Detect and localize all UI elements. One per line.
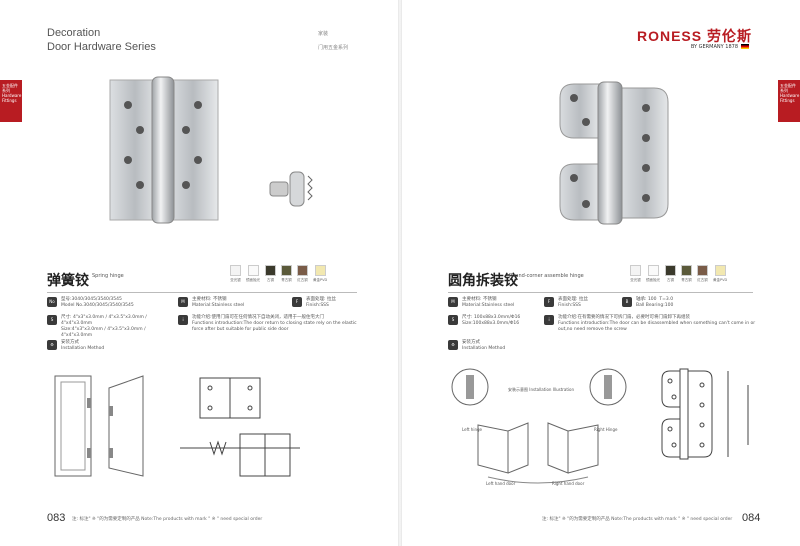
header-cn-1: 家装 <box>318 31 329 37</box>
left-hinge-label: Left hinge <box>462 427 483 432</box>
swatch-label: 镜面抛光 <box>246 278 260 282</box>
install-icon: ⚙ <box>448 340 458 350</box>
page-number: 083 <box>47 512 66 524</box>
install-icon: ⚙ <box>47 340 57 350</box>
swatch-chip <box>247 265 259 276</box>
swatch-label: 青古铜 <box>281 278 292 282</box>
finish-swatches: 亚光银 镜面抛光 古铜 青古铜 红古铜 黄金PVD <box>230 265 327 283</box>
gutter <box>398 0 402 546</box>
function-icon: i <box>544 315 554 325</box>
size-icon: S <box>448 315 458 325</box>
spec-material: 主要材料: 不锈钢 Material:Stainless steel <box>462 297 515 308</box>
spec-size: 尺寸: 100x88x3.0mm/Φ16 Size:100x88x3.0mm/Φ… <box>462 315 521 326</box>
swatch-label: 青古铜 <box>681 278 692 282</box>
install-cn: 安装方式 <box>61 340 79 345</box>
material-icon: M <box>178 297 188 307</box>
brand-sub-text: BY GERMANY 1878 <box>690 44 738 50</box>
brand-logo: RONESS 劳伦斯 <box>636 28 752 44</box>
finish-icon: F <box>292 297 302 307</box>
spec-material: 主要材料: 不锈钢 Material:Stainless steel <box>192 297 245 308</box>
right-page: RONESS 劳伦斯 BY GERMANY 1878 五金配件系列 Hardwa… <box>402 0 800 546</box>
product-title: 弹簧铰 <box>47 273 89 289</box>
finish-swatches: 亚光银 镜面抛光 古铜 青古铜 红古铜 黄金PVD <box>630 265 727 283</box>
swatch-label: 镜面抛光 <box>646 278 660 282</box>
swatch-chip <box>230 265 241 276</box>
spec-finish: 表面处理: 拉丝 Finish:SSS <box>558 297 588 308</box>
spec-function: 功能介绍:在有需要的情况下可拆门扇，必要时可将门扇卸下再组装 Functions… <box>558 315 756 332</box>
swatch-chip <box>630 265 641 276</box>
spec-function: 功能介绍:使用门扇可在任何情况下自动关闭，适用于一般住宅大门 Functions… <box>192 315 357 332</box>
product-subtitle: Spring hinge <box>92 273 124 279</box>
swatch-chip <box>697 265 708 276</box>
swatch-label: 亚光银 <box>230 278 241 282</box>
swatch-label: 古铜 <box>667 278 674 282</box>
spring-hinge-photo <box>109 76 219 224</box>
swatch-label: 古铜 <box>267 278 274 282</box>
swatch-chip <box>297 265 308 276</box>
swatch-label: 黄金PVD <box>313 278 328 282</box>
install-cn: 安装方式 <box>462 340 480 345</box>
left-page: Decoration Door Hardware Series 家装 门用五金系… <box>0 0 398 546</box>
right-door-label: Right hand door <box>552 481 585 486</box>
round-hinge-dimension-drawing <box>661 368 749 460</box>
page-number: 084 <box>742 512 761 524</box>
footer-note: 注: 标注" ※ "的为需要定制的产品 Note:The products wi… <box>72 517 263 522</box>
brand-subline: BY GERMANY 1878 <box>691 44 752 50</box>
german-flag-icon <box>741 44 749 49</box>
swatch-chip <box>665 265 676 276</box>
size-icon: S <box>47 315 57 325</box>
left-door-label: Left hand door <box>486 481 516 486</box>
round-hinge-photo <box>559 81 669 225</box>
divider <box>47 292 357 293</box>
spec-model: 型号:3040/3045/3540/3545 Model No.3040/304… <box>61 297 134 308</box>
footer-note: 注: 标注" ※ "的为需要定制的产品 Note:The products wi… <box>542 517 733 522</box>
swatch-chip <box>314 265 326 276</box>
material-icon: M <box>448 297 458 307</box>
swatch-label: 黄金PVD <box>713 278 728 282</box>
header-title: Decoration <box>47 27 101 39</box>
right-hinge-label: Right Hinge <box>594 427 618 432</box>
side-tab: 五金配件系列 Hardware Fittings <box>0 80 22 122</box>
divider <box>448 292 753 293</box>
function-icon: i <box>178 315 188 325</box>
swatch-chip <box>647 265 659 276</box>
spec-bearing: 轴承: 100 T=3.0 Ball Bearing:100 <box>636 297 674 308</box>
header-cn-2: 门用五金系列 <box>318 45 349 51</box>
finish-icon: F <box>544 297 554 307</box>
install-en: Installation Method <box>462 346 506 351</box>
model-icon: No <box>47 297 57 307</box>
swatch-chip <box>714 265 726 276</box>
swatch-label: 红古铜 <box>297 278 308 282</box>
swatch-label: 亚光银 <box>630 278 641 282</box>
swatch-chip <box>265 265 276 276</box>
swatch-chip <box>681 265 692 276</box>
diagram-title: 安装示意图 Installation Illustration <box>508 386 575 392</box>
install-en: Installation Method <box>61 346 105 351</box>
bearing-icon: B <box>622 297 632 307</box>
door-installation-drawing <box>54 375 144 477</box>
installation-illustration: 安装示意图 Installation Illustration Left hin… <box>451 368 627 486</box>
product-subtitle: Round-corner assemble hinge <box>509 273 584 279</box>
spring-detail-photo <box>269 171 313 207</box>
swatch-chip <box>281 265 292 276</box>
spec-finish: 表面处理: 拉丝 Finish:SSS <box>306 297 336 308</box>
product-title: 圆角拆装铰 <box>448 273 518 289</box>
header-subtitle: Door Hardware Series <box>47 41 156 53</box>
hinge-dimension-drawing <box>180 377 300 477</box>
swatch-label: 红古铜 <box>697 278 708 282</box>
spec-size: 尺寸: 4"x3"x3.0mm / 4"x3.5"x3.0mm / 4"x4"x… <box>61 315 147 338</box>
side-tab: 五金配件系列 Hardware Fittings <box>778 80 800 122</box>
